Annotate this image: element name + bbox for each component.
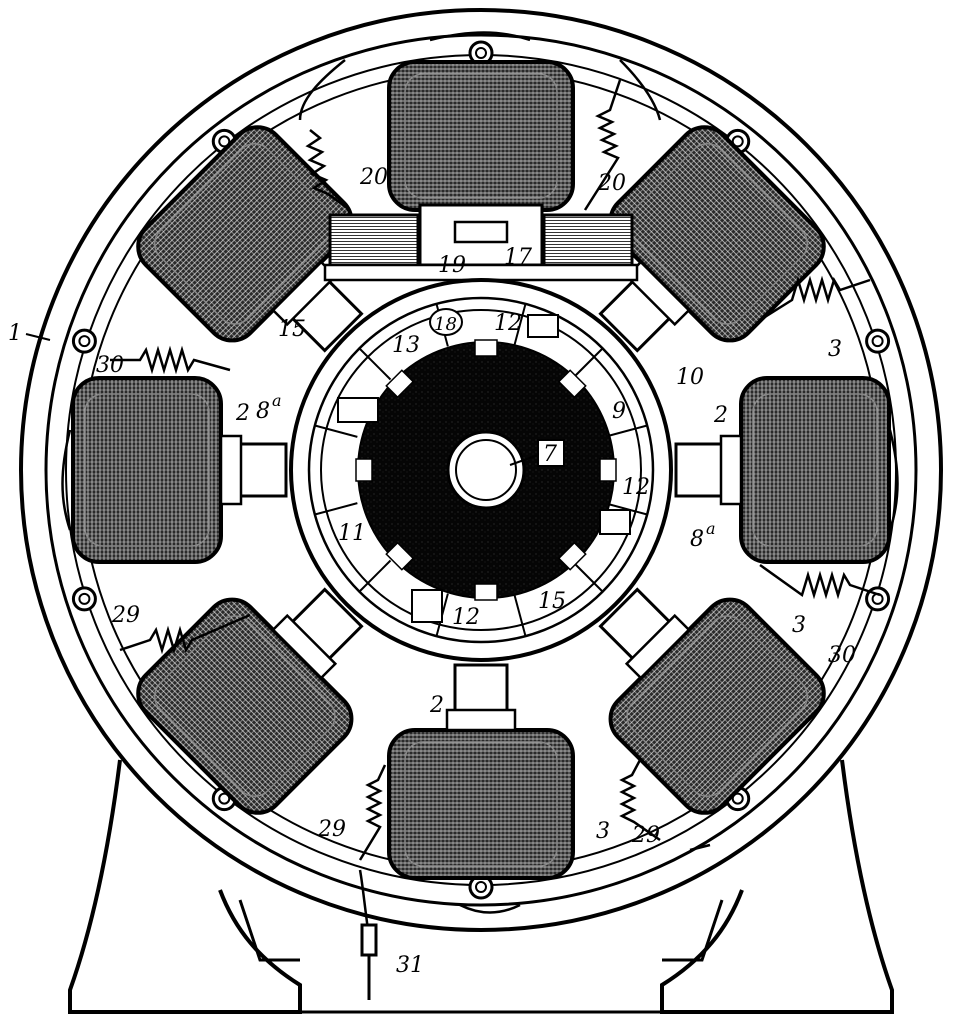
label-31: 31 <box>396 953 424 978</box>
label-7-box: 7 <box>509 439 565 467</box>
field-pole <box>136 125 364 353</box>
label-15-bottom: 15 <box>538 589 566 614</box>
label-3-right: 3 <box>828 337 842 362</box>
label-29-left: 29 <box>111 603 140 628</box>
label-2-left: 2 <box>235 401 250 426</box>
field-pole <box>598 125 826 353</box>
label-8a-right-sup: a <box>706 519 716 538</box>
label-2-right: 2 <box>713 403 728 428</box>
label-7: 7 <box>543 442 557 467</box>
field-pole <box>387 663 575 880</box>
label-8a-left: 8 <box>256 399 270 424</box>
brush-holder-assembly <box>323 203 639 282</box>
label-9: 9 <box>612 399 626 424</box>
label-18: 18 <box>434 314 457 335</box>
label-19: 19 <box>438 253 466 278</box>
brush-boxes <box>337 314 631 623</box>
field-pole <box>598 587 826 815</box>
label-17: 17 <box>504 245 532 270</box>
resistance-wires <box>110 79 881 861</box>
terminal-post <box>360 923 378 1000</box>
reference-numerals: 1 2 2 2 3 3 3 7 8 a 8 a 9 10 11 12 12 12… <box>8 165 856 978</box>
field-coil <box>387 60 575 212</box>
bolt-hole <box>211 128 237 154</box>
label-29-bottom-right: 29 <box>631 823 660 848</box>
label-18-circle: 18 <box>429 308 463 336</box>
label-13: 13 <box>392 333 420 358</box>
label-1: 1 <box>8 321 22 346</box>
label-12-bottom: 12 <box>452 605 480 630</box>
label-3-bottom: 3 <box>596 819 610 844</box>
field-coil <box>739 376 891 564</box>
label-30-right: 30 <box>828 643 856 668</box>
field-pole <box>674 376 891 564</box>
label-8a-right: 8 <box>690 527 704 552</box>
label-12-right: 12 <box>622 475 650 500</box>
base-frame <box>68 759 894 1014</box>
label-12-top: 12 <box>494 311 522 336</box>
label-3-lower-right: 3 <box>792 613 806 638</box>
bolt-hole <box>71 328 97 354</box>
label-2-bottom: 2 <box>429 693 444 718</box>
field-pole <box>71 376 288 564</box>
rotor-assembly <box>289 278 673 662</box>
field-coil <box>387 728 575 880</box>
label-20-left: 20 <box>359 165 388 190</box>
field-coil <box>71 376 223 564</box>
bolt-hole <box>865 328 891 354</box>
label-8a-left-sup: a <box>272 391 282 410</box>
label-15-left: 15 <box>278 317 306 342</box>
bolt-hole <box>71 586 97 612</box>
label-10: 10 <box>676 365 704 390</box>
label-29-bottom: 29 <box>317 817 346 842</box>
label-30-left: 30 <box>96 353 124 378</box>
field-pole <box>136 587 364 815</box>
label-11: 11 <box>338 521 366 546</box>
label-20-right: 20 <box>597 171 626 196</box>
conductor-wiring <box>61 31 899 931</box>
field-poles <box>71 60 891 880</box>
